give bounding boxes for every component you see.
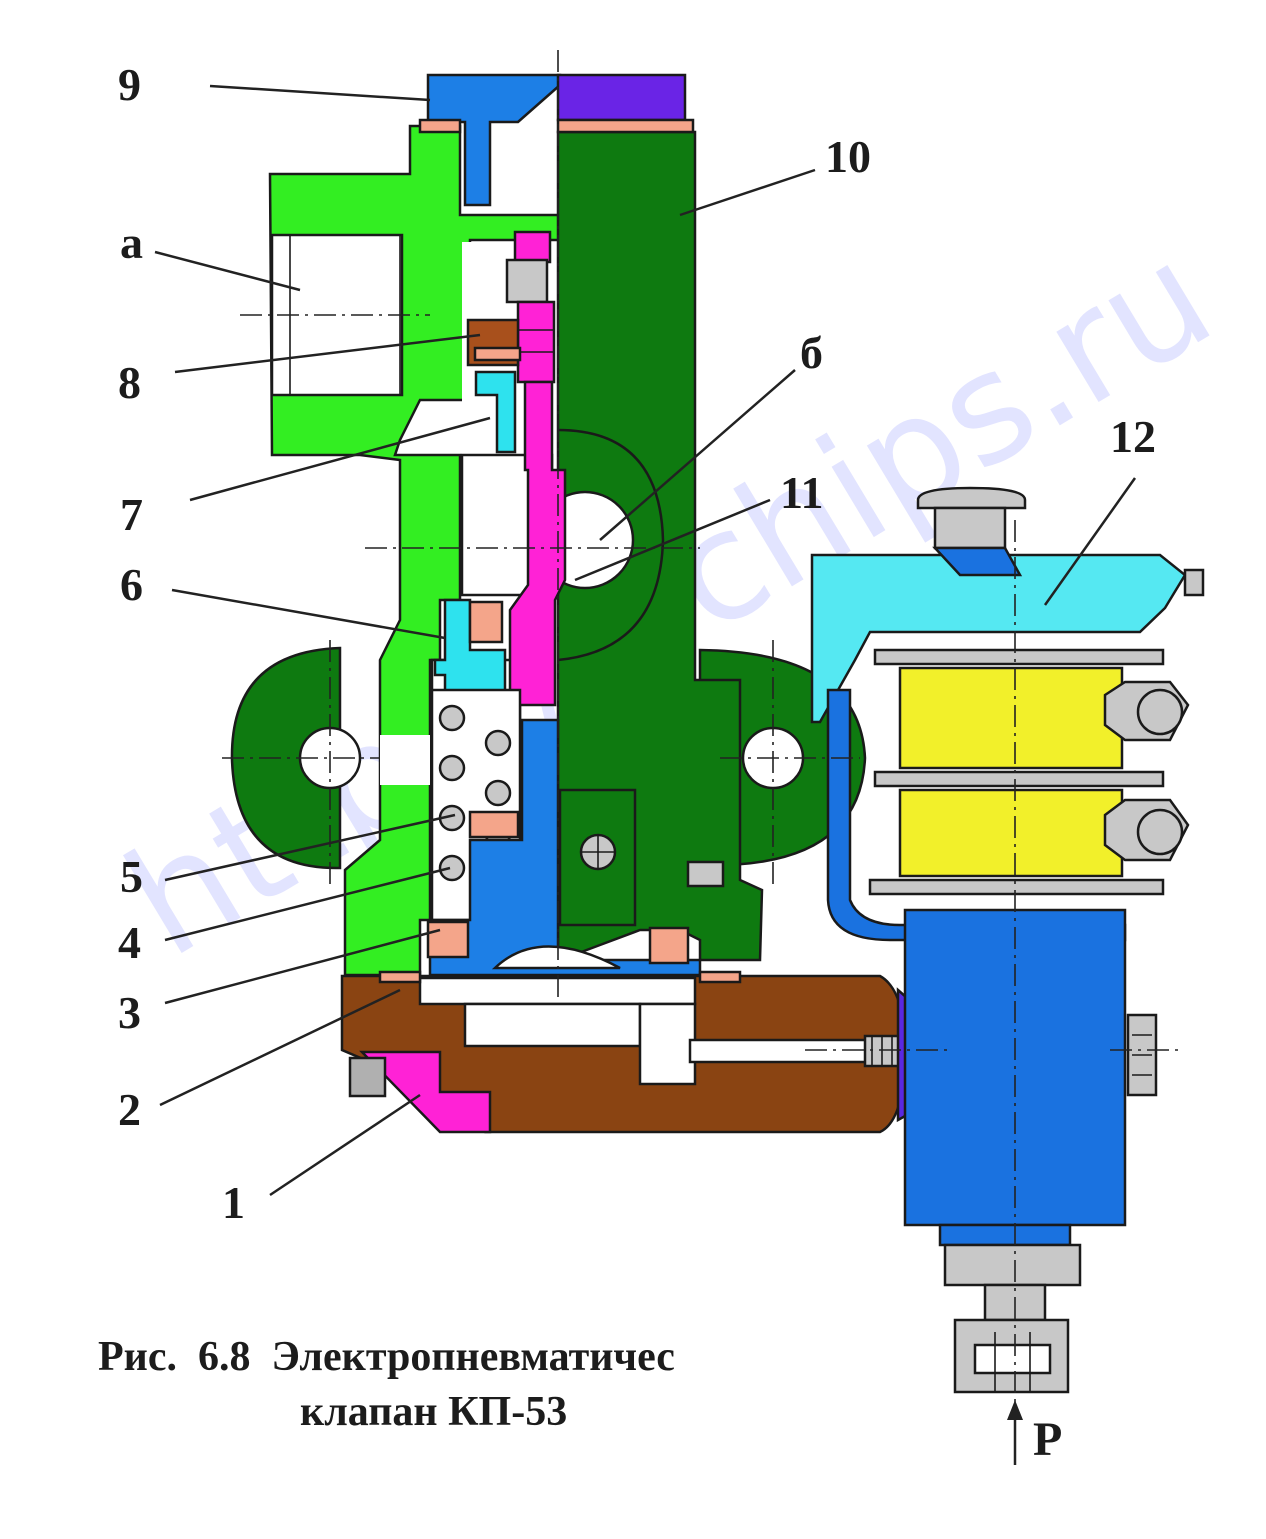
label-5: 5 <box>120 851 143 902</box>
label-4: 4 <box>118 917 141 968</box>
label-3: 3 <box>118 987 141 1038</box>
part-labels: 9 а 8 7 6 5 4 3 2 1 10 б 11 12 <box>118 59 1156 1228</box>
label-2: 2 <box>118 1084 141 1135</box>
label-9: 9 <box>118 59 141 110</box>
valve-stem <box>378 718 742 984</box>
electromagnet <box>810 486 1205 1394</box>
label-6: 6 <box>120 559 143 610</box>
valve-base <box>340 974 947 1134</box>
label-7: 7 <box>120 489 143 540</box>
pressure-label: P <box>1033 1413 1062 1466</box>
label-b: б <box>800 327 823 378</box>
label-12: 12 <box>1110 411 1156 462</box>
center-lines <box>222 50 1180 1460</box>
pressure-arrow <box>1007 1400 1023 1465</box>
label-10: 10 <box>825 131 871 182</box>
pin-rod <box>505 230 567 707</box>
leader-lines <box>154 84 1137 1197</box>
label-8: 8 <box>118 357 141 408</box>
label-a: а <box>120 217 143 268</box>
label-1: 1 <box>222 1177 245 1228</box>
figure-caption-line2: клапан КП-53 <box>300 1389 567 1435</box>
figure-caption-line1: Рис. 6.8 Электропневматичес <box>98 1334 675 1380</box>
top-cap <box>418 73 695 207</box>
label-11: 11 <box>780 467 823 518</box>
